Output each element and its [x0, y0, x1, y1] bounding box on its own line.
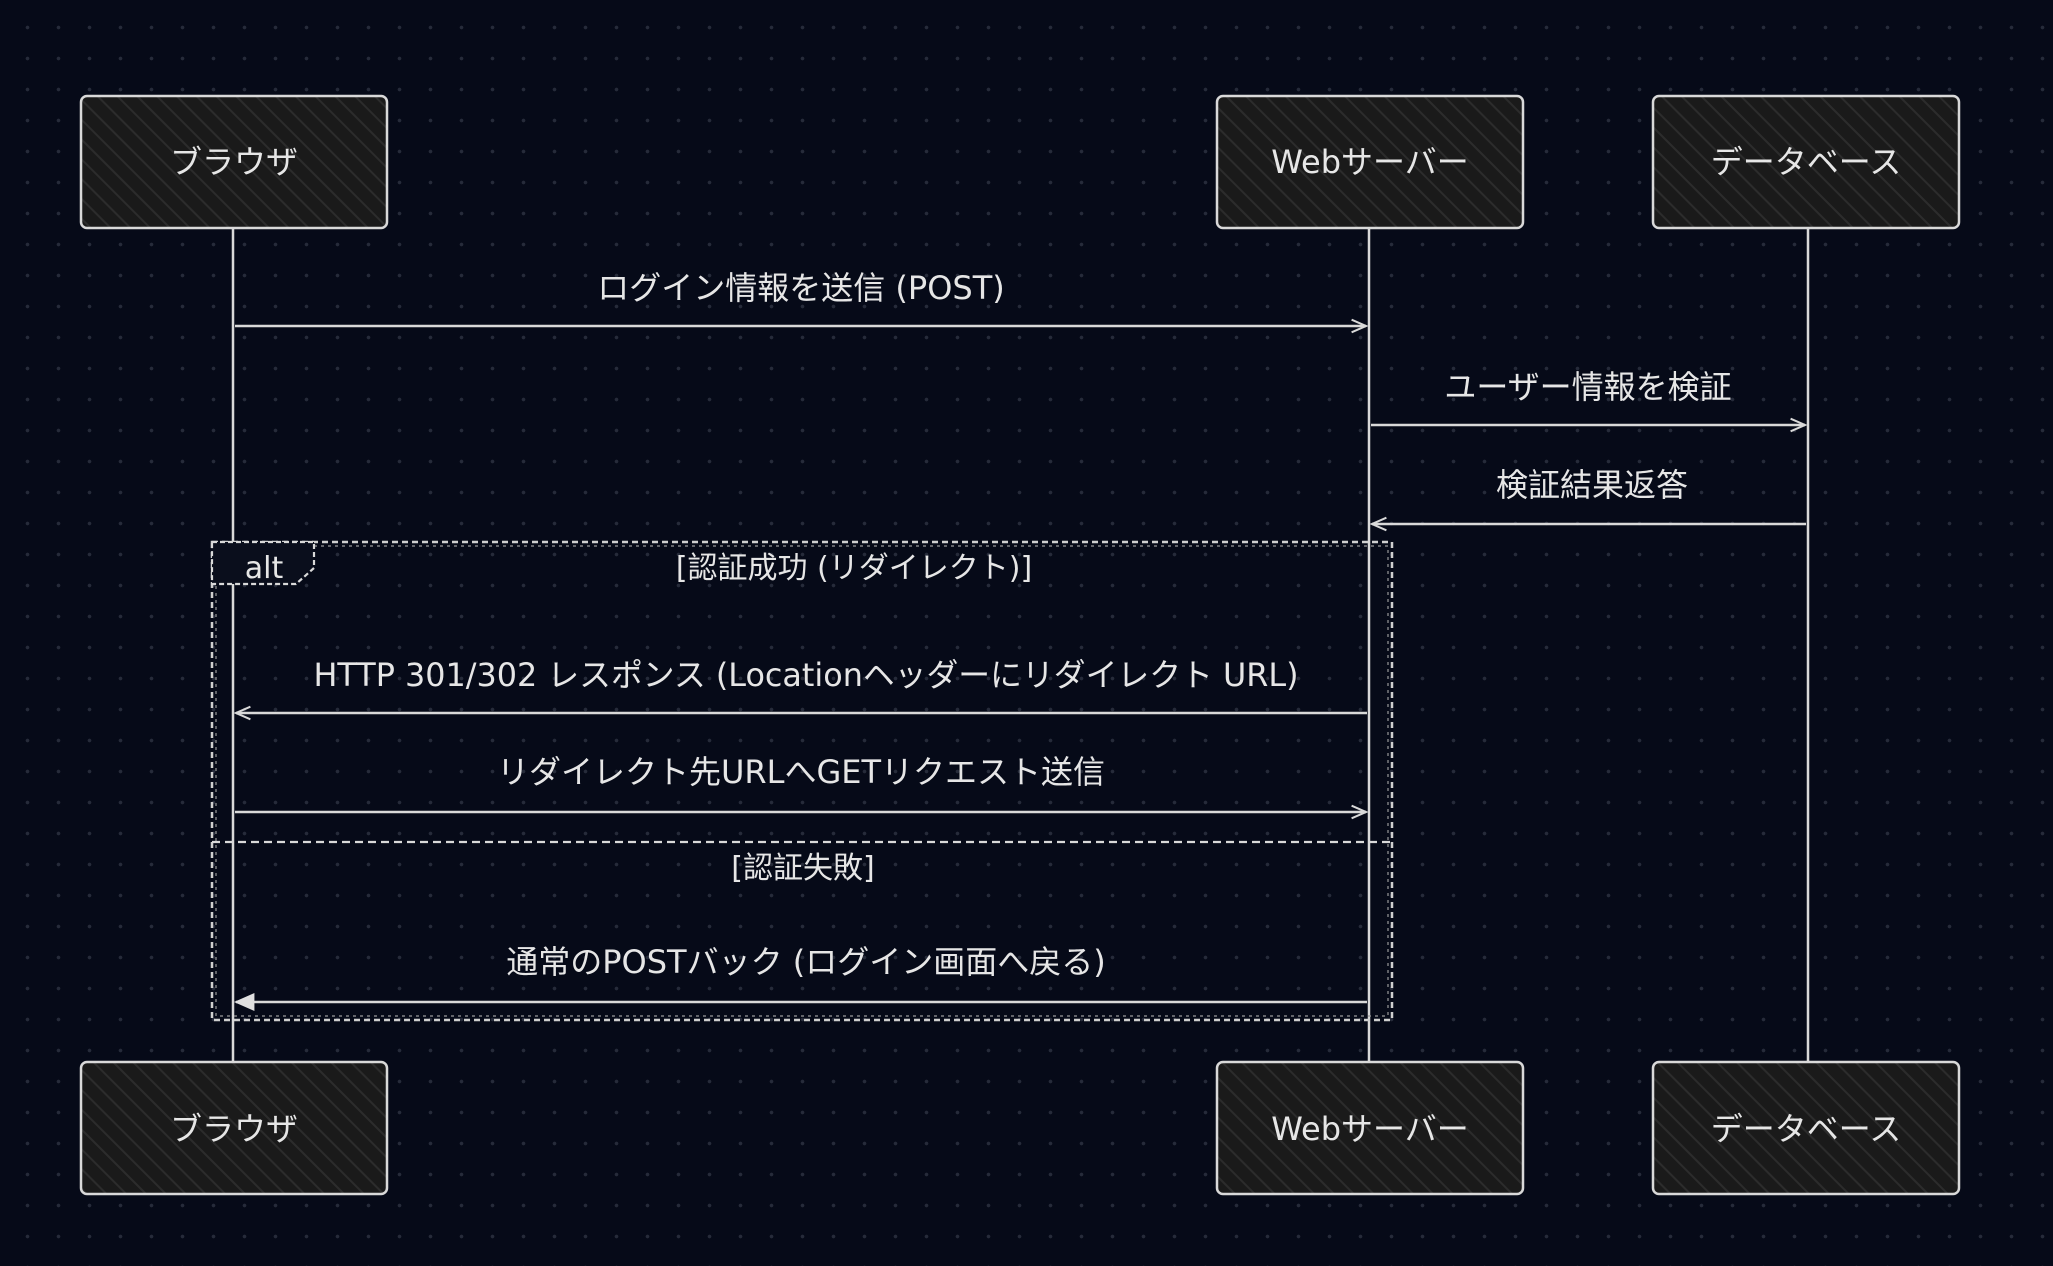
message-label: ログイン情報を送信 (POST) — [597, 269, 1005, 307]
alt-keyword: alt — [245, 551, 284, 586]
message-3: 検証結果返答 — [1372, 466, 1806, 524]
participant-label: ブラウザ — [170, 143, 298, 181]
message-5: リダイレクト先URLへGETリクエスト送信 — [235, 753, 1366, 812]
message-label: ユーザー情報を検証 — [1444, 368, 1731, 406]
message-label: 通常のPOSTバック (ログイン画面へ戻る) — [506, 943, 1106, 981]
message-2: ユーザー情報を検証 — [1371, 368, 1805, 425]
alt-frame: alt [認証成功 (リダイレクト)] [認証失敗] — [210, 540, 1394, 1022]
participant-label: Webサーバー — [1271, 1110, 1468, 1148]
message-label: HTTP 301/302 レスポンス (Locationヘッダーにリダイレクト … — [314, 656, 1299, 694]
message-label: リダイレクト先URLへGETリクエスト送信 — [497, 753, 1105, 791]
participant-db-bottom: データベース — [1651, 1060, 1961, 1196]
participant-server-top: Webサーバー — [1215, 94, 1525, 230]
message-label: 検証結果返答 — [1496, 466, 1688, 504]
alt-keyword-tab — [210, 540, 316, 586]
participant-browser-top: ブラウザ — [79, 94, 389, 230]
message-1: ログイン情報を送信 (POST) — [235, 269, 1366, 326]
alt-condition-success: [認証成功 (リダイレクト)] — [676, 551, 1032, 586]
message-4: HTTP 301/302 レスポンス (Locationヘッダーにリダイレクト … — [236, 656, 1367, 713]
participant-label: ブラウザ — [170, 1110, 298, 1148]
participant-label: データベース — [1711, 1110, 1901, 1148]
alt-condition-failure: [認証失敗] — [731, 851, 874, 886]
participant-label: Webサーバー — [1271, 143, 1468, 181]
participant-label: データベース — [1711, 143, 1901, 181]
participant-db-top: データベース — [1651, 94, 1961, 230]
message-6: 通常のPOSTバック (ログイン画面へ戻る) — [233, 943, 1367, 1011]
participant-server-bottom: Webサーバー — [1215, 1060, 1525, 1196]
participant-browser-bottom: ブラウザ — [79, 1060, 389, 1196]
